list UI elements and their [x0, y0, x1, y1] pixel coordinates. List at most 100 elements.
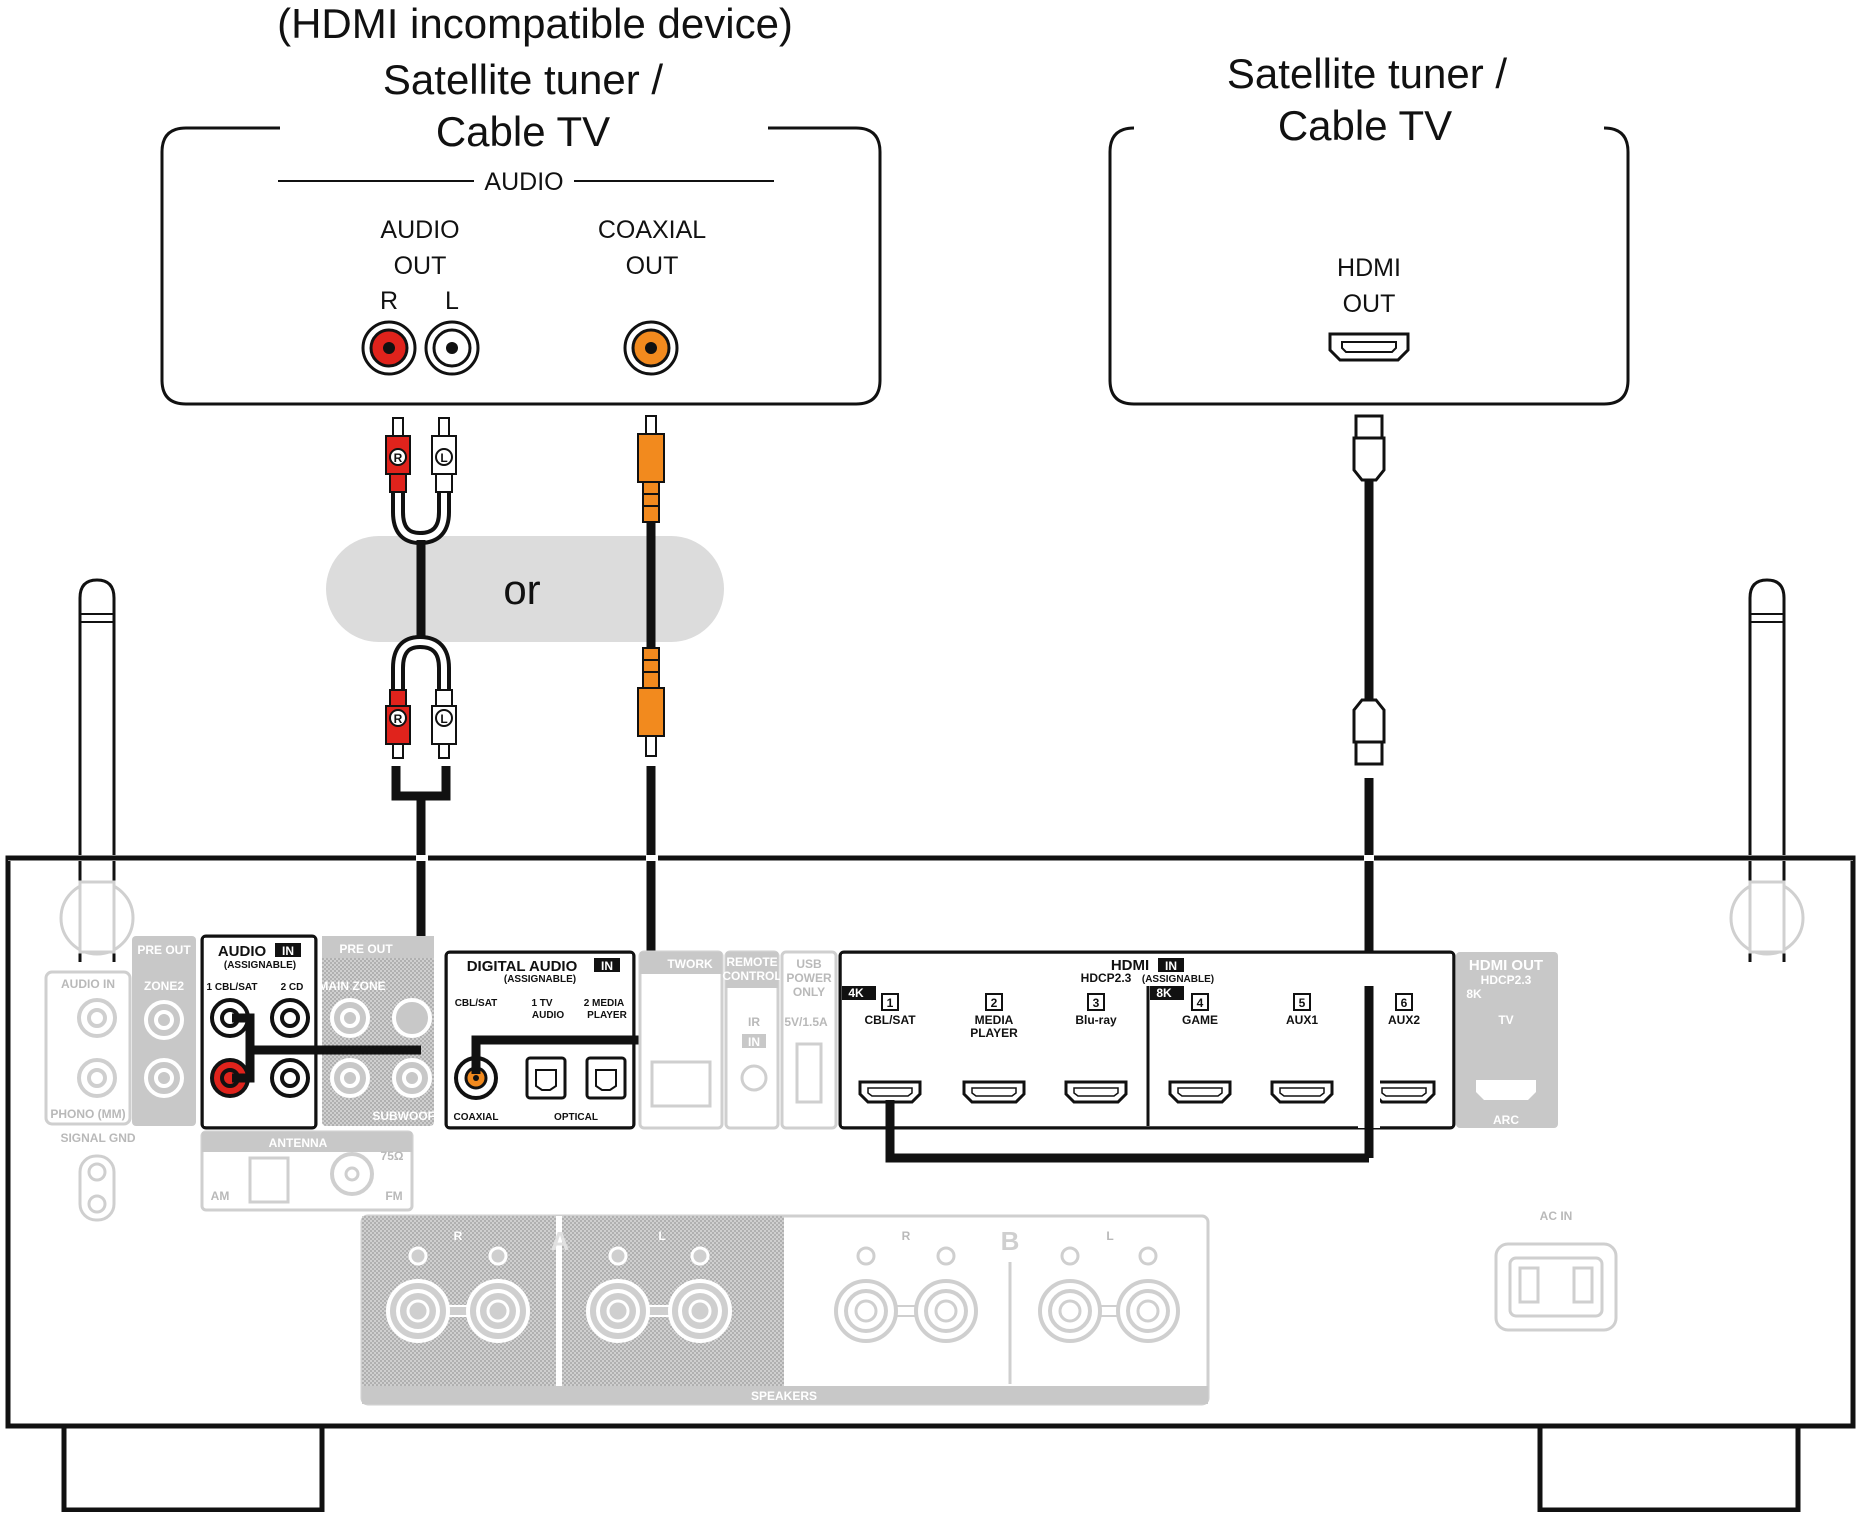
usb-label-3: ONLY	[793, 985, 825, 999]
or-label: or	[503, 566, 540, 613]
usb-power-panel: USB POWER ONLY 5V/1.5A	[780, 950, 838, 1130]
l-label: L	[445, 287, 459, 315]
digital-assignable: (ASSIGNABLE)	[504, 974, 576, 985]
jack-audio-out-r	[361, 320, 417, 376]
hdmi-input-name: GAME	[1182, 1013, 1218, 1027]
audio-in-title: AUDIO	[218, 943, 267, 960]
left-device-caption-2: Satellite tuner /	[383, 56, 663, 103]
pre-out-main-panel: PRE OUT MAIN ZONE SUBWOOFER	[318, 936, 452, 1126]
hdmi-port-icon	[1270, 1080, 1334, 1104]
coaxial-cable-route	[471, 1035, 651, 1074]
speaker-terminal	[586, 1246, 650, 1343]
remote-label-1: REMOTE	[726, 955, 777, 969]
badge-8k: 8K	[1156, 986, 1172, 1000]
dig-1-label: 1 TV	[531, 998, 552, 1009]
hdmi-out-tv: TV	[1498, 1013, 1513, 1027]
speaker-terminal	[668, 1246, 732, 1343]
audio-in-2-label: 2 CD	[281, 982, 304, 993]
hdmi-input-number: 5	[1299, 996, 1306, 1010]
coaxial-out-label-2: OUT	[626, 252, 679, 280]
audio-in-badge: IN	[282, 944, 294, 958]
right-device-caption-2: Cable TV	[1278, 102, 1452, 149]
hdcp-assignable: (ASSIGNABLE)	[1142, 974, 1214, 985]
hdmi-input-name: CBL/SAT	[864, 1013, 916, 1027]
hdmi-out-port-icon	[1328, 332, 1410, 362]
ac-in-label: AC IN	[1540, 1209, 1573, 1223]
network-label: TWORK	[667, 957, 713, 971]
left-device-caption-1: (HDMI incompatible device)	[277, 0, 793, 47]
speaker-a-r: R	[454, 1229, 463, 1243]
ir-label: IR	[748, 1015, 760, 1029]
audio-out-label-1: AUDIO	[380, 216, 459, 244]
rca-plug-r-top: R	[385, 417, 411, 493]
pre-out-zone2-panel: PRE OUT ZONE2	[132, 936, 196, 1126]
hdmi-in-panel: HDMI IN HDCP2.3 (ASSIGNABLE) 4K 8K 1CBL/…	[838, 950, 1456, 1130]
signal-gnd-label: SIGNAL GND	[60, 1131, 135, 1145]
speaker-b-r: R	[902, 1229, 911, 1243]
audio-in-1-label: 1 CBL/SAT	[207, 982, 258, 993]
hdmi-out-panel: HDMI OUT HDCP2.3 8K TV ARC	[1456, 952, 1558, 1128]
antenna-left	[78, 578, 116, 962]
hdmi-port-icon	[1064, 1080, 1128, 1104]
rca-plug-r-bottom: R	[385, 689, 411, 759]
jack-coaxial-out	[623, 320, 679, 376]
antenna-title: ANTENNA	[269, 1136, 328, 1150]
fm-label: FM	[385, 1189, 402, 1203]
hdmi-inputs: 1CBL/SAT2MEDIAPLAYER3Blu-ray4GAME5AUX16A…	[858, 993, 1436, 1104]
hdmi-in-badge: IN	[1165, 959, 1177, 973]
speakers-panel: SPEAKERS A B R L R L	[360, 1214, 1210, 1406]
hdmi-out-hdcp: HDCP2.3	[1481, 973, 1532, 987]
hdmi-port-icon	[962, 1080, 1026, 1104]
speaker-terminal	[386, 1246, 450, 1343]
usb-label-2: POWER	[786, 971, 832, 985]
right-device: Satellite tuner / Cable TV HDMI OUT	[1108, 50, 1630, 406]
coaxial-cable	[637, 415, 665, 1040]
digital-audio-title: DIGITAL AUDIO	[467, 958, 578, 975]
antenna-panel: ANTENNA AM FM 75Ω	[200, 1130, 414, 1212]
hdcp-label: HDCP2.3	[1081, 971, 1132, 985]
speaker-terminal	[466, 1246, 530, 1343]
r-label: R	[380, 287, 398, 315]
hdmi-cable-route	[885, 1100, 1369, 1163]
speaker-b-l: L	[1106, 1229, 1113, 1243]
usb-label-4: 5V/1.5A	[784, 1015, 828, 1029]
hdmi-out-title: HDMI OUT	[1469, 957, 1543, 974]
hdmi-input-name: AUX1	[1286, 1013, 1318, 1027]
speaker-terminals	[386, 1246, 1180, 1343]
audio-section-label: AUDIO	[484, 168, 563, 196]
receiver-body	[5, 855, 1856, 1513]
right-device-caption-1: Satellite tuner /	[1227, 50, 1507, 97]
phono-audio-in-label: AUDIO IN	[61, 977, 115, 991]
speaker-a-l: L	[658, 1229, 665, 1243]
jack-audio-out-l	[424, 320, 480, 376]
hdmi-input-number: 4	[1197, 996, 1204, 1010]
speaker-terminal	[1038, 1246, 1102, 1343]
am-label: AM	[211, 1189, 230, 1203]
hdmi-input-name-2: PLAYER	[970, 1026, 1018, 1040]
plug-r-letter-top: R	[394, 451, 403, 465]
hdmi-in-title: HDMI	[1111, 957, 1149, 974]
zone2-label: ZONE2	[144, 979, 184, 993]
dig-cbl-label: CBL/SAT	[455, 998, 498, 1009]
hdmi-input-number: 2	[991, 996, 998, 1010]
badge-4k: 4K	[848, 986, 864, 1000]
plug-r-letter-bottom: R	[394, 712, 403, 726]
main-zone-label: MAIN ZONE	[318, 979, 385, 993]
dig-2b-label: PLAYER	[587, 1010, 627, 1021]
phono-input-panel: AUDIO IN PHONO (MM) SIGNAL GND	[44, 970, 136, 1222]
phono-label: PHONO (MM)	[50, 1107, 125, 1121]
pre-out-main-title: PRE OUT	[339, 942, 393, 956]
speaker-b-label: B	[1001, 1226, 1020, 1256]
hdmi-out-8k: 8K	[1466, 987, 1482, 1001]
coaxial-out-label-1: COAXIAL	[598, 216, 706, 244]
rca-plug-l-bottom: L	[431, 689, 457, 759]
usb-label-1: USB	[796, 957, 822, 971]
digital-audio-badge: IN	[601, 959, 613, 973]
left-device: (HDMI incompatible device) Satellite tun…	[160, 0, 882, 406]
coaxial-label: COAXIAL	[454, 1112, 499, 1123]
